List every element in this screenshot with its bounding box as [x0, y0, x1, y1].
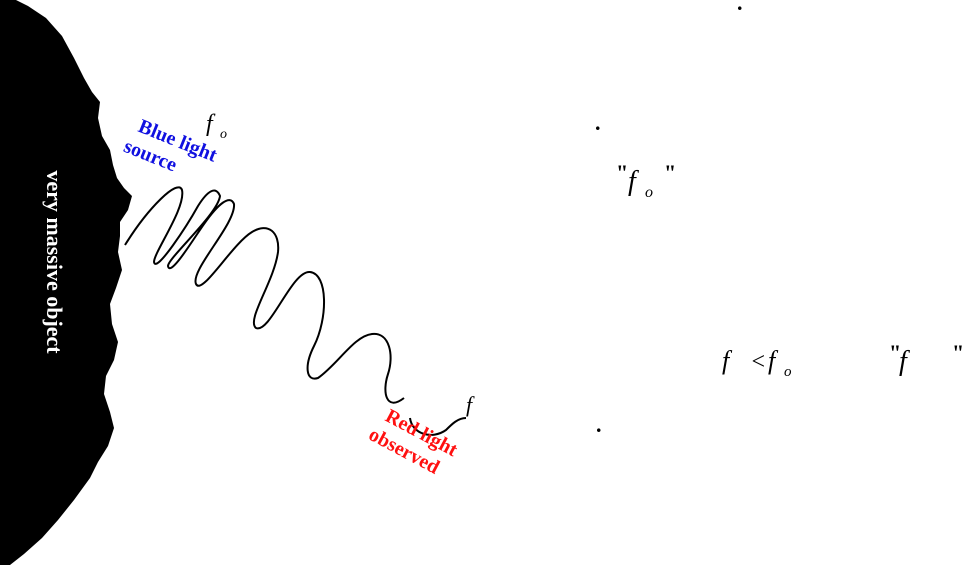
inequality-rhs-subscript: o: [784, 364, 792, 380]
quote-fo-open: ": [616, 160, 628, 185]
source-frequency-symbol: f: [206, 111, 216, 137]
source-frequency-subscript: o: [220, 127, 227, 142]
observed-frequency-symbol: f: [466, 392, 475, 417]
quote-fo-close: ": [664, 160, 676, 185]
dot-top: .: [737, 0, 743, 15]
quote-f-close: ": [952, 340, 964, 365]
inequality-lhs: f: [722, 346, 733, 375]
dot-middle: .: [595, 110, 601, 135]
quote-fo-symbol: f: [628, 166, 639, 197]
dot-bottom: .: [596, 412, 602, 437]
quote-f-open: ": [889, 340, 901, 365]
quote-f-symbol: f: [899, 346, 910, 377]
massive-object-label: very massive object: [42, 170, 67, 354]
light-wave-tail: [409, 417, 467, 436]
massive-object-shape: [0, 0, 132, 565]
inequality-rhs: f: [768, 346, 779, 375]
inequality-op: <: [750, 349, 766, 375]
light-wave: [124, 186, 405, 404]
quote-fo-subscript: o: [645, 184, 653, 201]
